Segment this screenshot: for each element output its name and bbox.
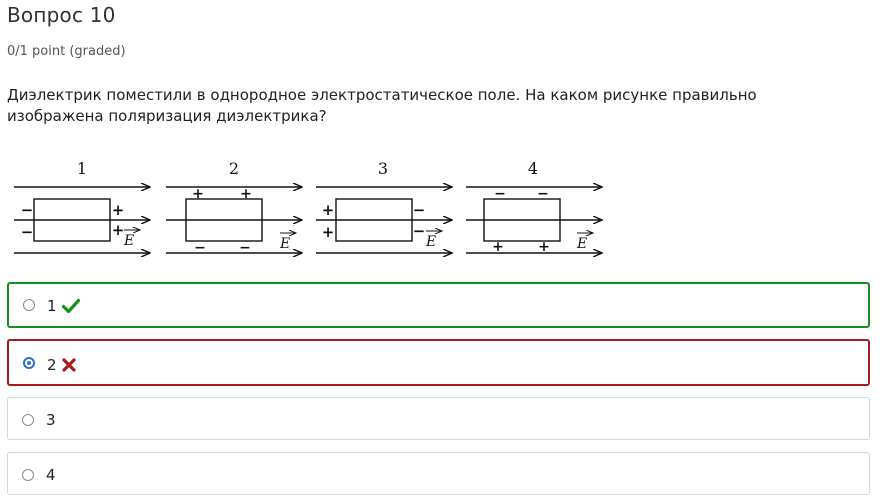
- check-icon: [62, 298, 80, 314]
- panel-1-charge-left: −: [21, 201, 34, 219]
- polarization-figure: 1 − − + + E 2 + + − − E 3: [0, 150, 620, 265]
- panel-3-field-label: E: [425, 234, 436, 250]
- cross-icon: [62, 358, 76, 372]
- panel-4-charge-top: −: [494, 186, 506, 202]
- svg-text:+: +: [322, 223, 335, 241]
- option-2-label: 2: [47, 356, 57, 374]
- svg-text:−: −: [413, 222, 426, 240]
- panel-3-charge-left: +: [322, 201, 335, 219]
- panel-2-charge-top: +: [192, 186, 204, 202]
- panel-3-charge-right: −: [413, 201, 426, 219]
- panel-4-field-label: E: [576, 236, 587, 252]
- panel-1-charge-right: +: [112, 201, 125, 219]
- radio-button-option-1[interactable]: [23, 299, 35, 311]
- option-4-label: 4: [46, 466, 56, 484]
- option-1-label: 1: [47, 297, 57, 315]
- panel-4-number: 4: [528, 159, 538, 178]
- panel-4: 4 − − + + E: [466, 159, 602, 255]
- svg-text:−: −: [239, 240, 251, 256]
- answer-option-4[interactable]: 4: [7, 452, 870, 495]
- panel-2-number: 2: [229, 159, 239, 178]
- svg-text:+: +: [538, 239, 550, 255]
- panel-3-number: 3: [378, 159, 388, 178]
- radio-button-option-4[interactable]: [22, 469, 34, 481]
- option-3-label: 3: [46, 411, 56, 429]
- svg-text:−: −: [21, 223, 34, 241]
- panel-3: 3 + + − − E: [316, 159, 452, 253]
- panel-1-field-label: E: [123, 233, 134, 249]
- panel-2-charge-bottom: −: [194, 240, 206, 256]
- panel-2: 2 + + − − E: [166, 159, 302, 256]
- svg-text:+: +: [240, 186, 252, 202]
- problem-points: 0/1 point (graded): [7, 44, 126, 59]
- radio-button-option-3[interactable]: [22, 414, 34, 426]
- radio-button-option-2[interactable]: [23, 357, 35, 369]
- panel-1: 1 − − + + E: [14, 159, 150, 253]
- svg-text:+: +: [112, 221, 125, 239]
- answer-option-3[interactable]: 3: [7, 397, 870, 440]
- svg-text:−: −: [537, 186, 549, 202]
- answer-option-1[interactable]: 1: [7, 282, 870, 328]
- question-text: Диэлектрик поместили в однородное электр…: [7, 86, 757, 125]
- panel-1-number: 1: [77, 159, 87, 178]
- answer-option-2[interactable]: 2: [7, 339, 870, 386]
- panel-4-charge-bottom: +: [492, 239, 504, 255]
- problem-title: Вопрос 10: [7, 3, 116, 27]
- panel-2-field-label: E: [279, 236, 290, 252]
- polarization-diagram: 1 − − + + E 2 + + − − E 3: [14, 159, 620, 265]
